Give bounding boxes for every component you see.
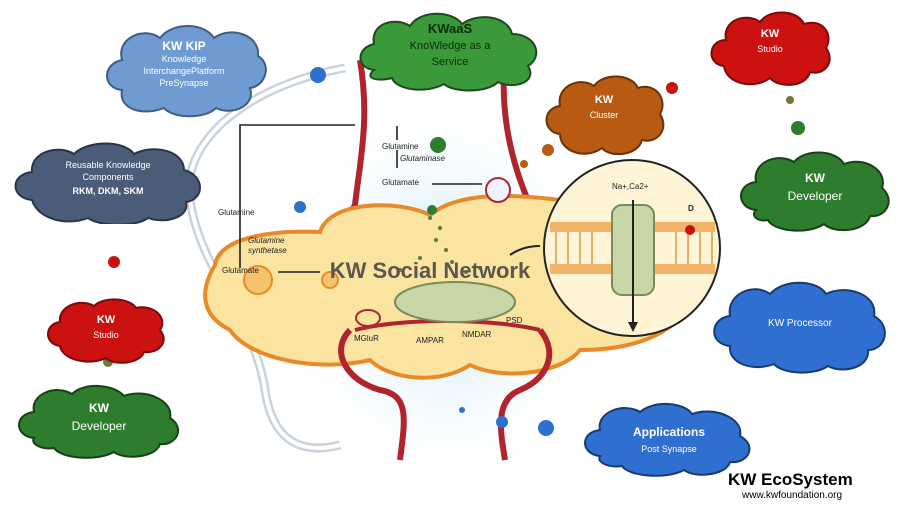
- label-nmdar: NMDAR: [462, 330, 492, 339]
- postsynaptic-neuron: [338, 327, 553, 461]
- kw-kip-line1: Knowledge: [161, 54, 207, 64]
- kw-kip-title: KW KIP: [162, 39, 206, 53]
- reusable-line2: Components: [82, 172, 134, 182]
- kw-kip-cloud[interactable]: [100, 20, 268, 118]
- kwaas-line1: KnoWledge as a: [409, 40, 491, 52]
- label-ampar: AMPAR: [416, 336, 444, 345]
- glutamine-arrow: [239, 124, 355, 268]
- center-title: KW Social Network: [329, 258, 531, 283]
- kw-developer-right-line1: Developer: [787, 189, 843, 203]
- label-glutamine-synthetase-1: Glutamine: [248, 236, 285, 245]
- kw-studio-left-title: KW: [96, 314, 116, 326]
- kw-studio-left-line1: Studio: [93, 330, 119, 340]
- label-glutamine-left: Glutamine: [218, 208, 255, 217]
- kw-studio-top-title: KW: [760, 28, 780, 40]
- label-mglur: MGluR: [354, 334, 379, 343]
- kwaas-cloud[interactable]: [352, 10, 548, 92]
- applications-line1: Post Synapse: [641, 444, 697, 454]
- receptor-cluster: [394, 281, 516, 323]
- kw-processor-title: KW Processor: [768, 318, 832, 329]
- kw-cluster-line1: Cluster: [589, 110, 619, 120]
- applications-cloud[interactable]: [580, 400, 758, 478]
- kw-developer-left-cloud[interactable]: [14, 382, 184, 460]
- footer-url[interactable]: www.kwfoundation.org: [742, 490, 843, 501]
- label-glutamate-left: Glutamate: [222, 266, 259, 275]
- kwaas-line2: Service: [431, 56, 469, 68]
- kw-studio-top-cloud[interactable]: [706, 8, 834, 88]
- kw-processor-cloud[interactable]: [708, 276, 892, 374]
- kw-developer-right-cloud[interactable]: [736, 148, 894, 234]
- label-psd: PSD: [506, 316, 523, 325]
- reusable-knowledge-cloud[interactable]: [8, 138, 208, 224]
- kw-kip-line3: PreSynapse: [159, 78, 209, 88]
- kw-cluster-cloud[interactable]: [542, 72, 666, 158]
- applications-title: Applications: [632, 425, 705, 439]
- label-glutamine-synthetase-2: synthetase: [248, 246, 287, 255]
- reusable-line1: Reusable Knowledge: [65, 160, 151, 170]
- kw-developer-left-title: KW: [89, 401, 109, 415]
- reusable-line3: RKM, DKM, SKM: [72, 186, 144, 196]
- kw-developer-left-line1: Developer: [71, 419, 127, 433]
- ball: [310, 67, 326, 83]
- label-glutaminase: Glutaminase: [400, 154, 445, 163]
- kw-studio-left-cloud[interactable]: [44, 296, 168, 364]
- kw-studio-top-line1: Studio: [757, 44, 783, 54]
- kw-kip-line2: InterchangePlatform: [143, 66, 225, 76]
- label-glutamine-top: Glutamine: [382, 142, 419, 151]
- label-d: D: [688, 204, 694, 213]
- kw-cluster-title: KW: [594, 94, 614, 106]
- kw-developer-right-title: KW: [805, 171, 825, 185]
- label-glutamate-top: Glutamate: [382, 178, 419, 187]
- label-ion: Na+,Ca2+: [612, 182, 649, 191]
- kwaas-title: KWaaS: [427, 21, 473, 36]
- footer-title: KW EcoSystem: [728, 470, 853, 489]
